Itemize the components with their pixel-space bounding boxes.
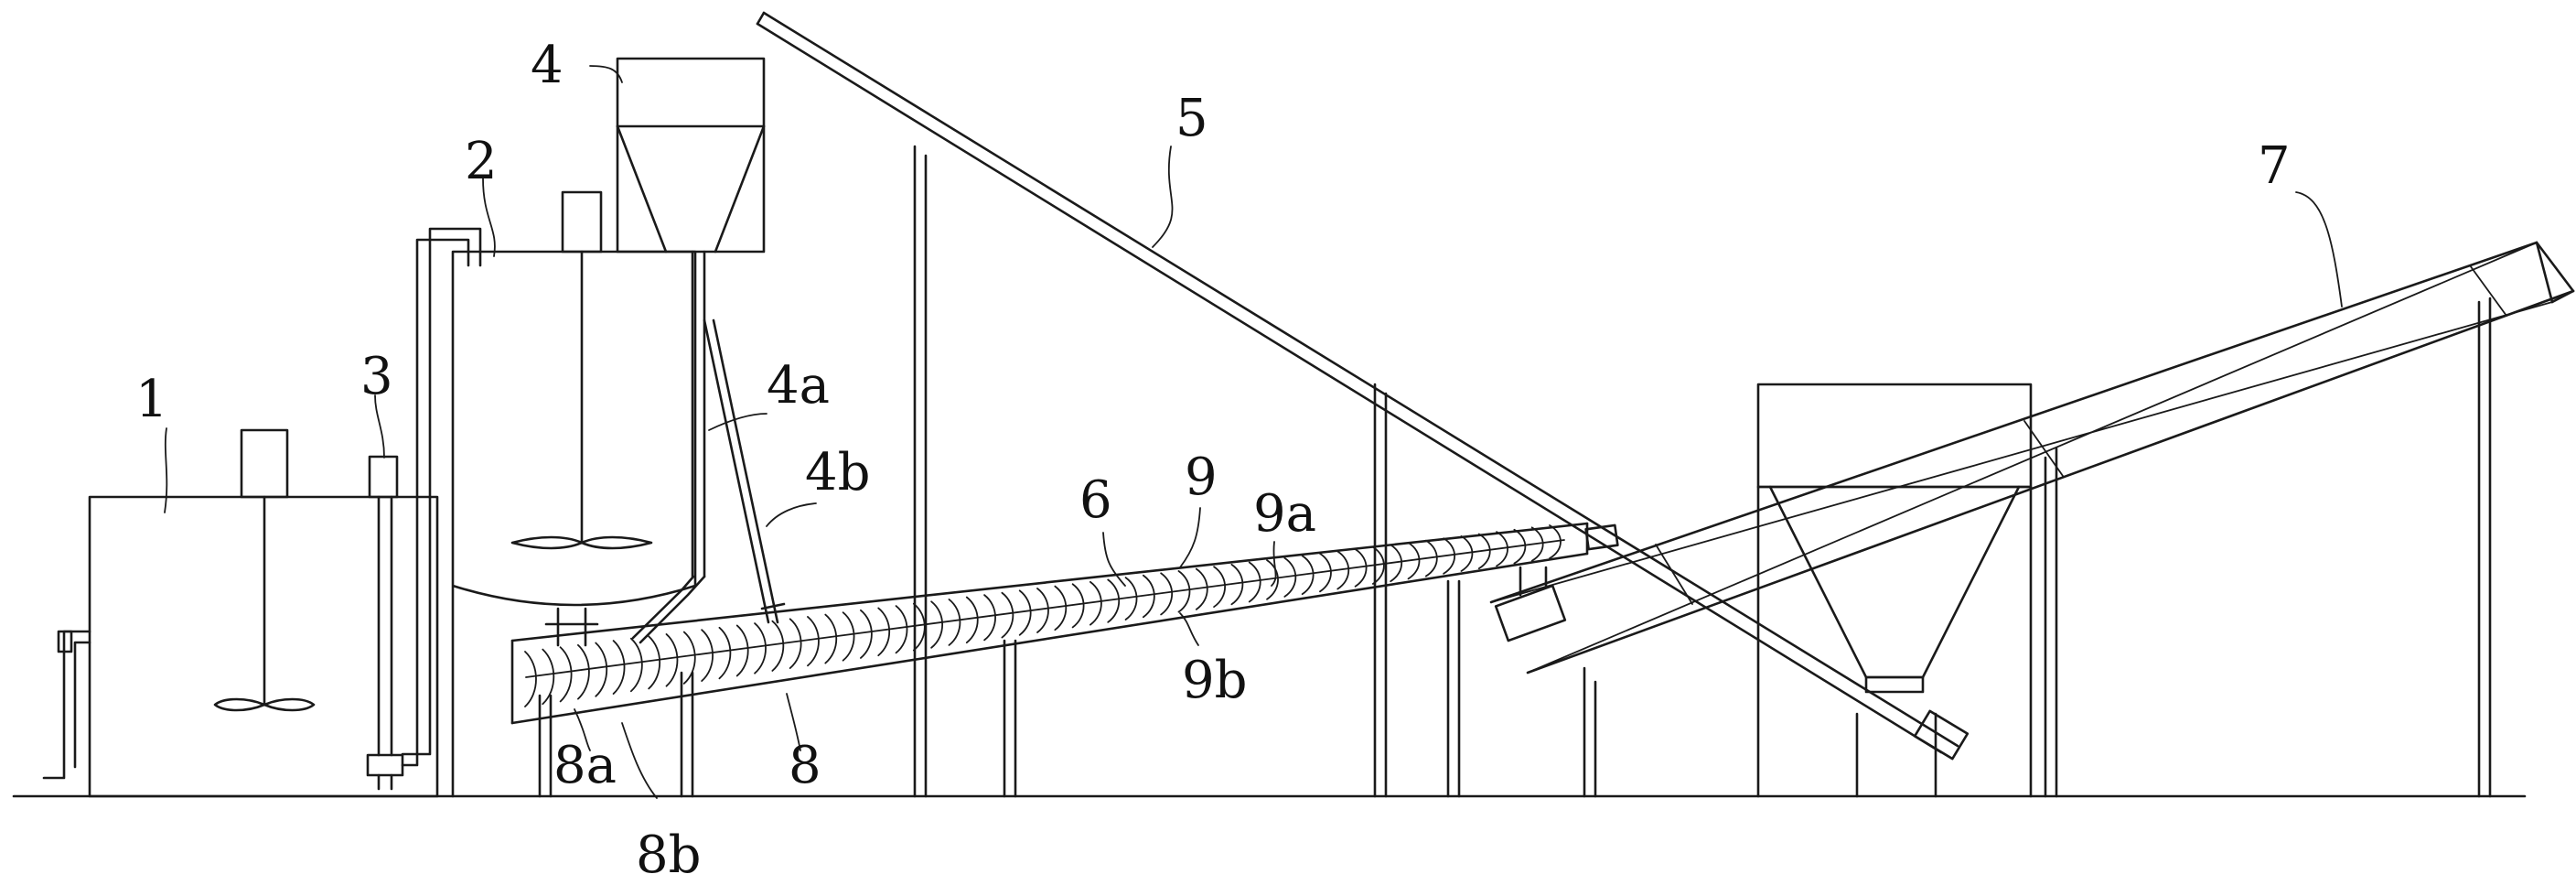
- screw-flight: [595, 642, 607, 697]
- screw-flight: [859, 609, 873, 659]
- label-1: 1: [135, 370, 168, 429]
- label-4b: 4b: [805, 443, 870, 502]
- screw-flight: [1089, 580, 1102, 626]
- screw-flight: [559, 646, 573, 703]
- screw-flight: [877, 607, 890, 657]
- screw-flight: [1177, 570, 1191, 613]
- label-6: 6: [1079, 470, 1112, 530]
- screw-flight: [1372, 545, 1385, 585]
- screw-flight: [1443, 537, 1456, 575]
- label-8a: 8a: [553, 736, 617, 795]
- screw-flight: [1319, 553, 1332, 593]
- screw-flight: [1018, 589, 1032, 636]
- label-2: 2: [465, 132, 498, 191]
- screw-flight: [542, 648, 555, 706]
- valve-rod-4b: [703, 318, 786, 624]
- label-5: 5: [1175, 89, 1208, 148]
- dissolving-tank-2: [451, 190, 697, 798]
- screw-flight: [1213, 566, 1226, 608]
- screw-flight: [1054, 585, 1068, 631]
- label-4a: 4a: [767, 356, 830, 416]
- screw-flight: [1230, 563, 1244, 606]
- label-7: 7: [2258, 136, 2291, 196]
- label-3: 3: [360, 347, 393, 406]
- inclined-conveyor-5: [756, 11, 1970, 761]
- screw-flight: [824, 613, 838, 664]
- screw-flight: [1424, 539, 1438, 577]
- screw-flight: [718, 626, 732, 680]
- screw-flight: [1160, 572, 1174, 616]
- screw-flight: [895, 605, 908, 654]
- screw-flight: [754, 622, 767, 675]
- screw-flight: [1036, 588, 1049, 633]
- screw-flights: [524, 524, 1562, 707]
- support-legs: [538, 145, 1597, 798]
- screw-flight: [789, 618, 802, 670]
- screw-flight: [1390, 544, 1403, 583]
- hopper-4: [616, 57, 766, 254]
- screw-flight: [735, 624, 749, 677]
- screw-flight: [1195, 567, 1208, 610]
- screw-flight: [1071, 583, 1085, 629]
- screw-flight: [577, 643, 590, 700]
- screw-flight: [965, 596, 979, 644]
- screw-flight: [1107, 578, 1121, 623]
- screw-flight: [1001, 591, 1014, 639]
- screw-flight: [948, 598, 961, 646]
- screw-flight: [771, 620, 785, 672]
- screw-flight: [1496, 531, 1508, 567]
- truss-conveyor-7: [1489, 241, 2575, 798]
- screw-flight: [1283, 556, 1297, 598]
- screw-flight: [1407, 542, 1421, 580]
- screw-flight: [1336, 550, 1350, 590]
- label-8b: 8b: [636, 826, 701, 885]
- screw-flight: [648, 635, 660, 690]
- screw-flight: [682, 631, 696, 685]
- screw-flight: [701, 629, 714, 682]
- screw-flight: [1513, 528, 1527, 565]
- label-4: 4: [531, 36, 564, 95]
- screw-flight: [1142, 574, 1155, 619]
- screw-flight: [665, 633, 679, 687]
- screw-flight: [629, 637, 643, 693]
- screw-flight: [1266, 559, 1279, 600]
- screw-flight: [1549, 524, 1562, 559]
- label-9a: 9a: [1253, 484, 1316, 544]
- label-8: 8: [789, 736, 821, 795]
- screw-flight: [842, 611, 855, 662]
- screw-flight: [524, 651, 537, 707]
- screw-trough-6: [510, 522, 1619, 725]
- pipe-4a: [631, 250, 706, 644]
- reference-labels: 1 2 3 4 4a 4b 5 6 7 8 8a 8b 9 9a 9b: [135, 36, 2291, 885]
- screw-flight: [1301, 555, 1315, 596]
- storage-silo: [1756, 383, 2058, 798]
- screw-flight: [612, 640, 626, 695]
- screw-flight: [807, 616, 820, 667]
- screw-flight: [930, 600, 943, 649]
- screw-flight: [1124, 577, 1138, 621]
- label-9b: 9b: [1182, 651, 1247, 710]
- leader-lines: [164, 65, 2343, 799]
- screw-flight: [1248, 561, 1261, 603]
- screw-flight: [1477, 533, 1491, 570]
- screw-flight: [1354, 548, 1368, 588]
- screw-flight: [1460, 534, 1474, 572]
- screw-flight: [1530, 526, 1544, 562]
- mixing-tank-1: [42, 428, 439, 798]
- screw-flight: [983, 594, 996, 642]
- screw-flight: [912, 602, 926, 652]
- pump-3: [366, 227, 482, 791]
- label-9: 9: [1185, 448, 1218, 507]
